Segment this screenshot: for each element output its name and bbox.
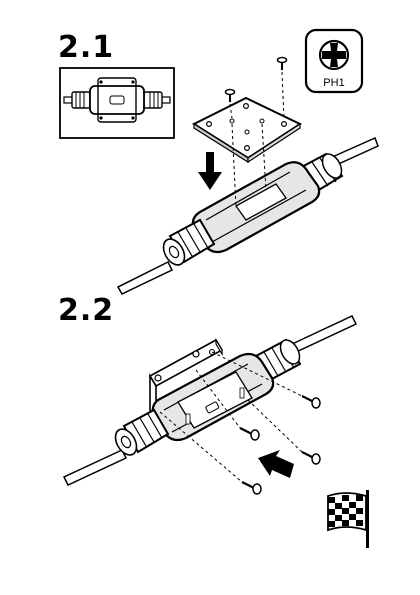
screw-icon (242, 482, 261, 494)
checkered-flag-icon (328, 490, 369, 548)
screw-icon (240, 428, 259, 440)
phillips-screwdriver-icon (320, 41, 348, 69)
screw-icon (302, 396, 320, 408)
arrow-left-icon (258, 450, 294, 478)
screw-icon (226, 90, 235, 103)
tool-label: PH1 (323, 77, 344, 89)
tool-badge: PH1 (306, 30, 362, 92)
step-2-2-illustration (64, 316, 356, 494)
arrow-down-icon (198, 152, 222, 190)
screw-icon (302, 452, 320, 464)
screw-icon (278, 58, 287, 71)
inset-top-view (60, 68, 174, 138)
